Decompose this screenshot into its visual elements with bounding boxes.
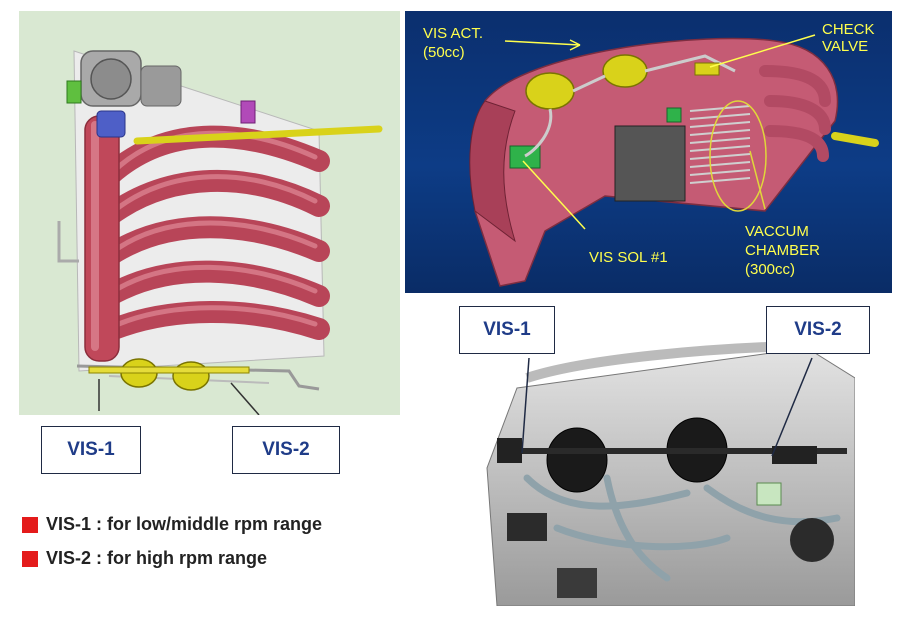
vacuum-chamber-highlight (709, 100, 767, 212)
anno-vis-sol: VIS SOL #1 (589, 248, 668, 267)
legend-square-icon (22, 516, 38, 533)
manifold-cad-panel (19, 11, 400, 415)
legend-square-icon (22, 550, 38, 567)
anno-check-valve-line1: CHECK (822, 21, 875, 38)
anno-vis-act-line2: (50cc) (423, 44, 465, 61)
anno-vis-sol-label: VIS SOL #1 (589, 249, 668, 266)
callout-photo-vis1-label: VIS-1 (483, 319, 531, 340)
engine-photo (486, 341, 855, 606)
callout-photo-vis1: VIS-1 (459, 306, 555, 354)
manifold-cad-drawing (57, 50, 383, 415)
manifold-3d-panel (405, 11, 892, 293)
fuel-rail (133, 125, 383, 145)
legend-text-vis2: VIS-2 : for high rpm range (46, 548, 268, 568)
callout-left-vis1-label: VIS-1 (67, 439, 115, 460)
vis-actuator-2 (602, 54, 648, 88)
photo-vis1-leader (521, 357, 530, 454)
photo-vis2-leader (771, 357, 813, 457)
vis-actuator-1 (525, 72, 575, 110)
vis2-actuator (172, 361, 210, 391)
photo-check-valve (756, 482, 782, 506)
vacuum-leader (749, 150, 766, 210)
callout-left-vis2-label: VIS-2 (262, 439, 310, 460)
anno-check-valve: CHECK VALVE (822, 21, 875, 55)
anno-vis-act-line1: VIS ACT. (423, 25, 484, 42)
anno-vaccum-line1: VACCUM (745, 223, 809, 240)
legend-item-vis2: VIS-2 : for high rpm range (22, 548, 267, 569)
anno-vaccum-chamber: VACCUM CHAMBER (300cc) (745, 222, 820, 279)
anno-vaccum-line2: CHAMBER (745, 242, 821, 259)
vis2-leader (230, 382, 260, 415)
anno-vis-act: VIS ACT. (50cc) (423, 24, 483, 62)
vis-act-leader (504, 40, 581, 46)
engine-photo-panel (467, 318, 855, 606)
legend-text-vis1: VIS-1 : for low/middle rpm range (46, 514, 323, 534)
callout-left-vis1: VIS-1 (41, 426, 141, 474)
anno-check-valve-line2: VALVE (822, 38, 869, 55)
callout-photo-vis2: VIS-2 (766, 306, 870, 354)
vacuum-chamber-box (614, 125, 686, 202)
manifold-3d-drawing (469, 34, 879, 287)
callout-photo-vis2-label: VIS-2 (794, 319, 842, 340)
sensor-blue (96, 110, 126, 138)
plenum (84, 115, 120, 362)
anno-vaccum-line3: (300cc) (745, 261, 796, 278)
callout-left-vis2: VIS-2 (232, 426, 340, 474)
legend-item-vis1: VIS-1 : for low/middle rpm range (22, 514, 322, 535)
check-valve-leader (709, 34, 816, 68)
photo-vis1-actuator (546, 427, 608, 493)
vis-sol-leader (522, 160, 586, 230)
